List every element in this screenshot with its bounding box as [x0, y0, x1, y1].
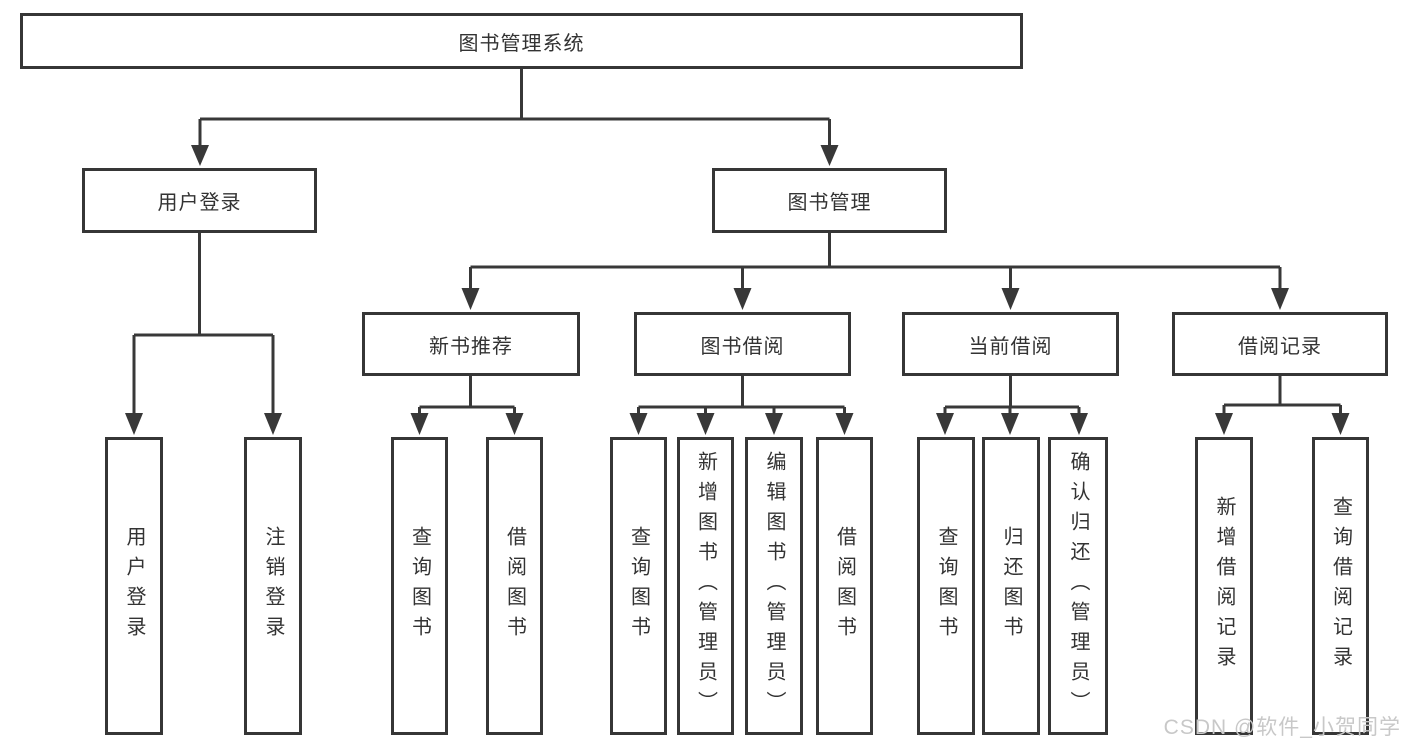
node-leaf-nbr-borrow-books: 借阅图书 — [486, 437, 543, 735]
node-label: 确认归还（管理员） — [1067, 451, 1089, 721]
node-leaf-nbr-query-books: 查询图书 — [391, 437, 448, 735]
node-user-login: 用户登录 — [82, 168, 317, 233]
node-label: 查询图书 — [935, 526, 957, 646]
node-label: 图书借阅 — [700, 335, 785, 358]
edges-new-book-recommend — [410, 376, 524, 435]
node-current-borrowing: 当前借阅 — [902, 312, 1119, 376]
edges-user-login — [125, 233, 282, 435]
node-leaf-br-query-record: 查询借阅记录 — [1312, 437, 1369, 735]
node-label: 新增图书（管理员） — [694, 451, 717, 721]
edges-borrowing-records — [1215, 376, 1350, 435]
node-label: 查询图书 — [627, 526, 650, 646]
node-label: 查询借阅记录 — [1329, 496, 1352, 676]
edges-book-borrowing — [629, 376, 854, 435]
node-leaf-cb-return-books: 归还图书 — [982, 437, 1040, 735]
node-leaf-br-add-record: 新增借阅记录 — [1195, 437, 1253, 735]
node-label: 编辑图书（管理员） — [763, 451, 785, 721]
node-borrowing-records: 借阅记录 — [1172, 312, 1388, 376]
node-label: 当前借阅 — [968, 335, 1053, 358]
node-book-borrowing: 图书借阅 — [634, 312, 851, 376]
node-leaf-bb-edit-books-admin: 编辑图书（管理员） — [745, 437, 803, 735]
node-label: 借阅图书 — [833, 526, 856, 646]
node-label: 注销登录 — [262, 526, 284, 646]
node-label: 新增借阅记录 — [1213, 496, 1235, 676]
node-label: 查询图书 — [408, 526, 431, 646]
node-new-book-recommend: 新书推荐 — [362, 312, 580, 376]
node-label: 借阅图书 — [503, 526, 526, 646]
node-leaf-bb-query-books: 查询图书 — [610, 437, 667, 735]
node-label: 图书管理 — [787, 192, 872, 214]
node-library-system: 图书管理系统 — [20, 13, 1023, 69]
node-label: 用户登录 — [123, 526, 145, 646]
node-label: 图书管理系统 — [458, 32, 585, 55]
node-leaf-logout: 注销登录 — [244, 437, 302, 735]
node-label: 借阅记录 — [1238, 335, 1322, 358]
node-leaf-bb-add-books-admin: 新增图书（管理员） — [677, 437, 734, 735]
edges-root — [191, 68, 839, 166]
node-leaf-cb-query-books: 查询图书 — [917, 437, 975, 735]
csdn-watermark: CSDN @软件_小贺同学 — [1163, 716, 1401, 739]
node-label: 归还图书 — [1000, 526, 1022, 646]
node-leaf-cb-confirm-return-admin: 确认归还（管理员） — [1048, 437, 1108, 735]
node-leaf-user-login: 用户登录 — [105, 437, 163, 735]
node-label: 新书推荐 — [429, 335, 513, 358]
edges-current-borrowing — [936, 376, 1088, 435]
node-book-management: 图书管理 — [712, 168, 947, 233]
edges-book-management — [461, 233, 1289, 310]
node-label: 用户登录 — [157, 192, 242, 214]
node-leaf-bb-borrow-books: 借阅图书 — [816, 437, 873, 735]
